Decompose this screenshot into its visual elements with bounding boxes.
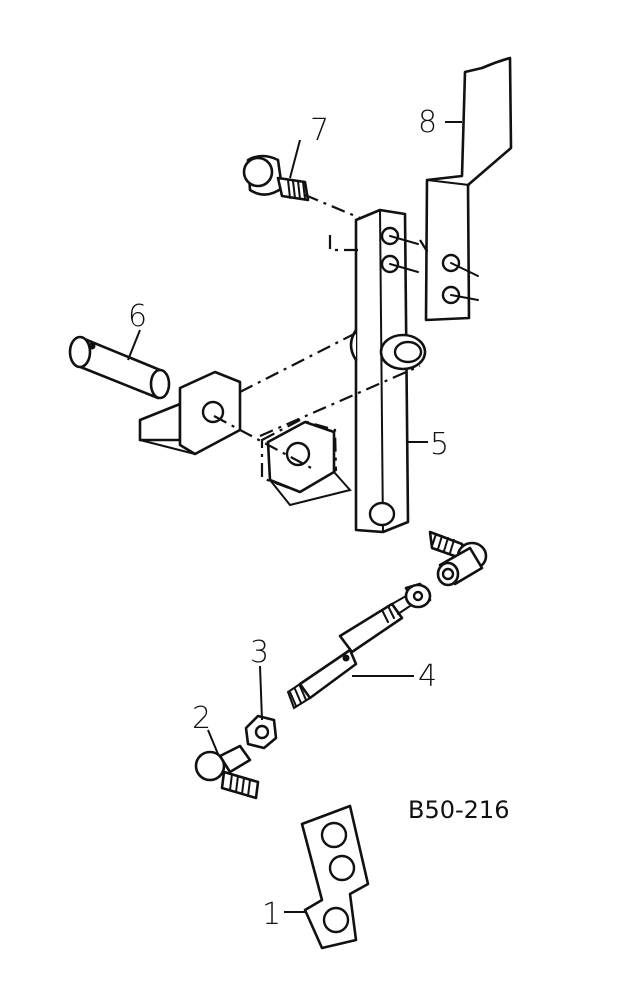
callout-7: 7 — [310, 113, 329, 148]
pin-alignment-lines — [213, 331, 421, 471]
part-2-ball-joint — [194, 744, 260, 800]
part-6-clevis-pin — [68, 335, 171, 400]
ball-joint-upper — [428, 530, 488, 587]
part-7-bolt — [242, 154, 361, 220]
callout-2: 2 — [192, 701, 211, 736]
callout-8: 8 — [418, 105, 437, 140]
clevis-block-left — [138, 370, 242, 456]
part-4-adjusting-rod — [286, 582, 432, 710]
callout-3: 3 — [250, 635, 269, 670]
reference-code: B50-216 — [408, 796, 509, 824]
part-1-stepped-bracket — [300, 804, 370, 950]
callout-5: 5 — [430, 427, 449, 462]
callout-leaders — [127, 121, 462, 913]
part-8-bracket-plate — [424, 56, 513, 322]
callout-4: 4 — [418, 659, 437, 694]
part-5-lever-bar — [328, 208, 431, 534]
part-3-hex-nut — [244, 714, 278, 750]
clevis-block-right — [260, 418, 352, 507]
callout-6: 6 — [128, 299, 147, 334]
callout-1: 1 — [262, 897, 281, 932]
